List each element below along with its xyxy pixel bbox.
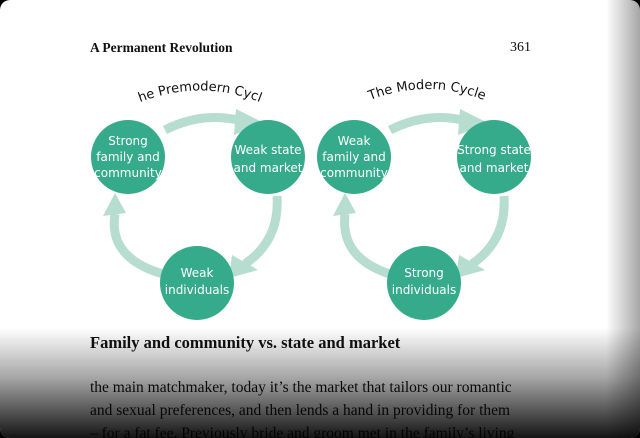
arrowhead-icon <box>234 109 264 135</box>
arrow-family-to-state <box>387 113 463 135</box>
arrow-state-to-individuals <box>242 195 282 268</box>
node-weak-individuals <box>160 246 234 320</box>
node-label-line: Weak <box>181 266 214 280</box>
arrowhead-icon <box>103 193 126 216</box>
node-strong-state-market <box>457 120 531 194</box>
running-head: A Permanent Revolution <box>90 40 233 55</box>
node-label-line: Weak <box>338 134 371 148</box>
premodern-cycle-title: The Premodern Cycle <box>0 0 264 106</box>
node-label-line: and market <box>460 161 529 175</box>
node-label-line: Strong <box>404 266 444 280</box>
body-line: – for a fat fee. Previously bride and gr… <box>90 425 515 438</box>
node-label-line: community <box>94 166 162 180</box>
arrow-individuals-to-family <box>340 213 392 279</box>
arrow-family-to-state <box>162 113 239 135</box>
body-line: the main matchmaker, today it’s the mark… <box>90 379 512 396</box>
node-label-line: family and <box>96 150 159 164</box>
page-number: 361 <box>510 40 531 55</box>
body-text: the main matchmaker, today it’s the mark… <box>90 376 550 438</box>
node-strong-individuals <box>387 246 461 320</box>
modern-cycle-diagram: The Modern Cycle Weak family and communi… <box>317 78 531 320</box>
node-label-line: Strong state <box>457 143 531 157</box>
node-label-line: individuals <box>392 283 457 297</box>
node-weak-family-community <box>317 120 391 194</box>
node-label-line: family and <box>322 150 385 164</box>
premodern-cycle-diagram: The Premodern Cycle Strong family and co… <box>0 0 305 320</box>
modern-cycle-title-text: The Modern Cycle <box>365 78 487 104</box>
node-label-line: Strong <box>108 134 148 148</box>
node-strong-family-community <box>91 120 165 194</box>
arrowhead-icon <box>333 193 356 216</box>
node-label-line: community <box>320 166 388 180</box>
premodern-cycle-title-text: The Premodern Cycle <box>0 0 264 106</box>
arrowhead-icon <box>456 255 485 278</box>
node-label-line: and market <box>234 161 303 175</box>
arrowhead-icon <box>229 255 258 278</box>
node-label-line: Weak state <box>234 143 301 157</box>
arrow-state-to-individuals <box>469 195 509 268</box>
arrow-individuals-to-family <box>109 213 165 279</box>
node-weak-state-market <box>231 120 305 194</box>
arrowhead-icon <box>458 109 488 135</box>
modern-cycle-title: The Modern Cycle <box>365 78 487 104</box>
body-line: and sexual preferences, and then lends a… <box>90 402 511 419</box>
node-label-line: individuals <box>165 283 230 297</box>
figure-caption: Family and community vs. state and marke… <box>90 333 401 352</box>
